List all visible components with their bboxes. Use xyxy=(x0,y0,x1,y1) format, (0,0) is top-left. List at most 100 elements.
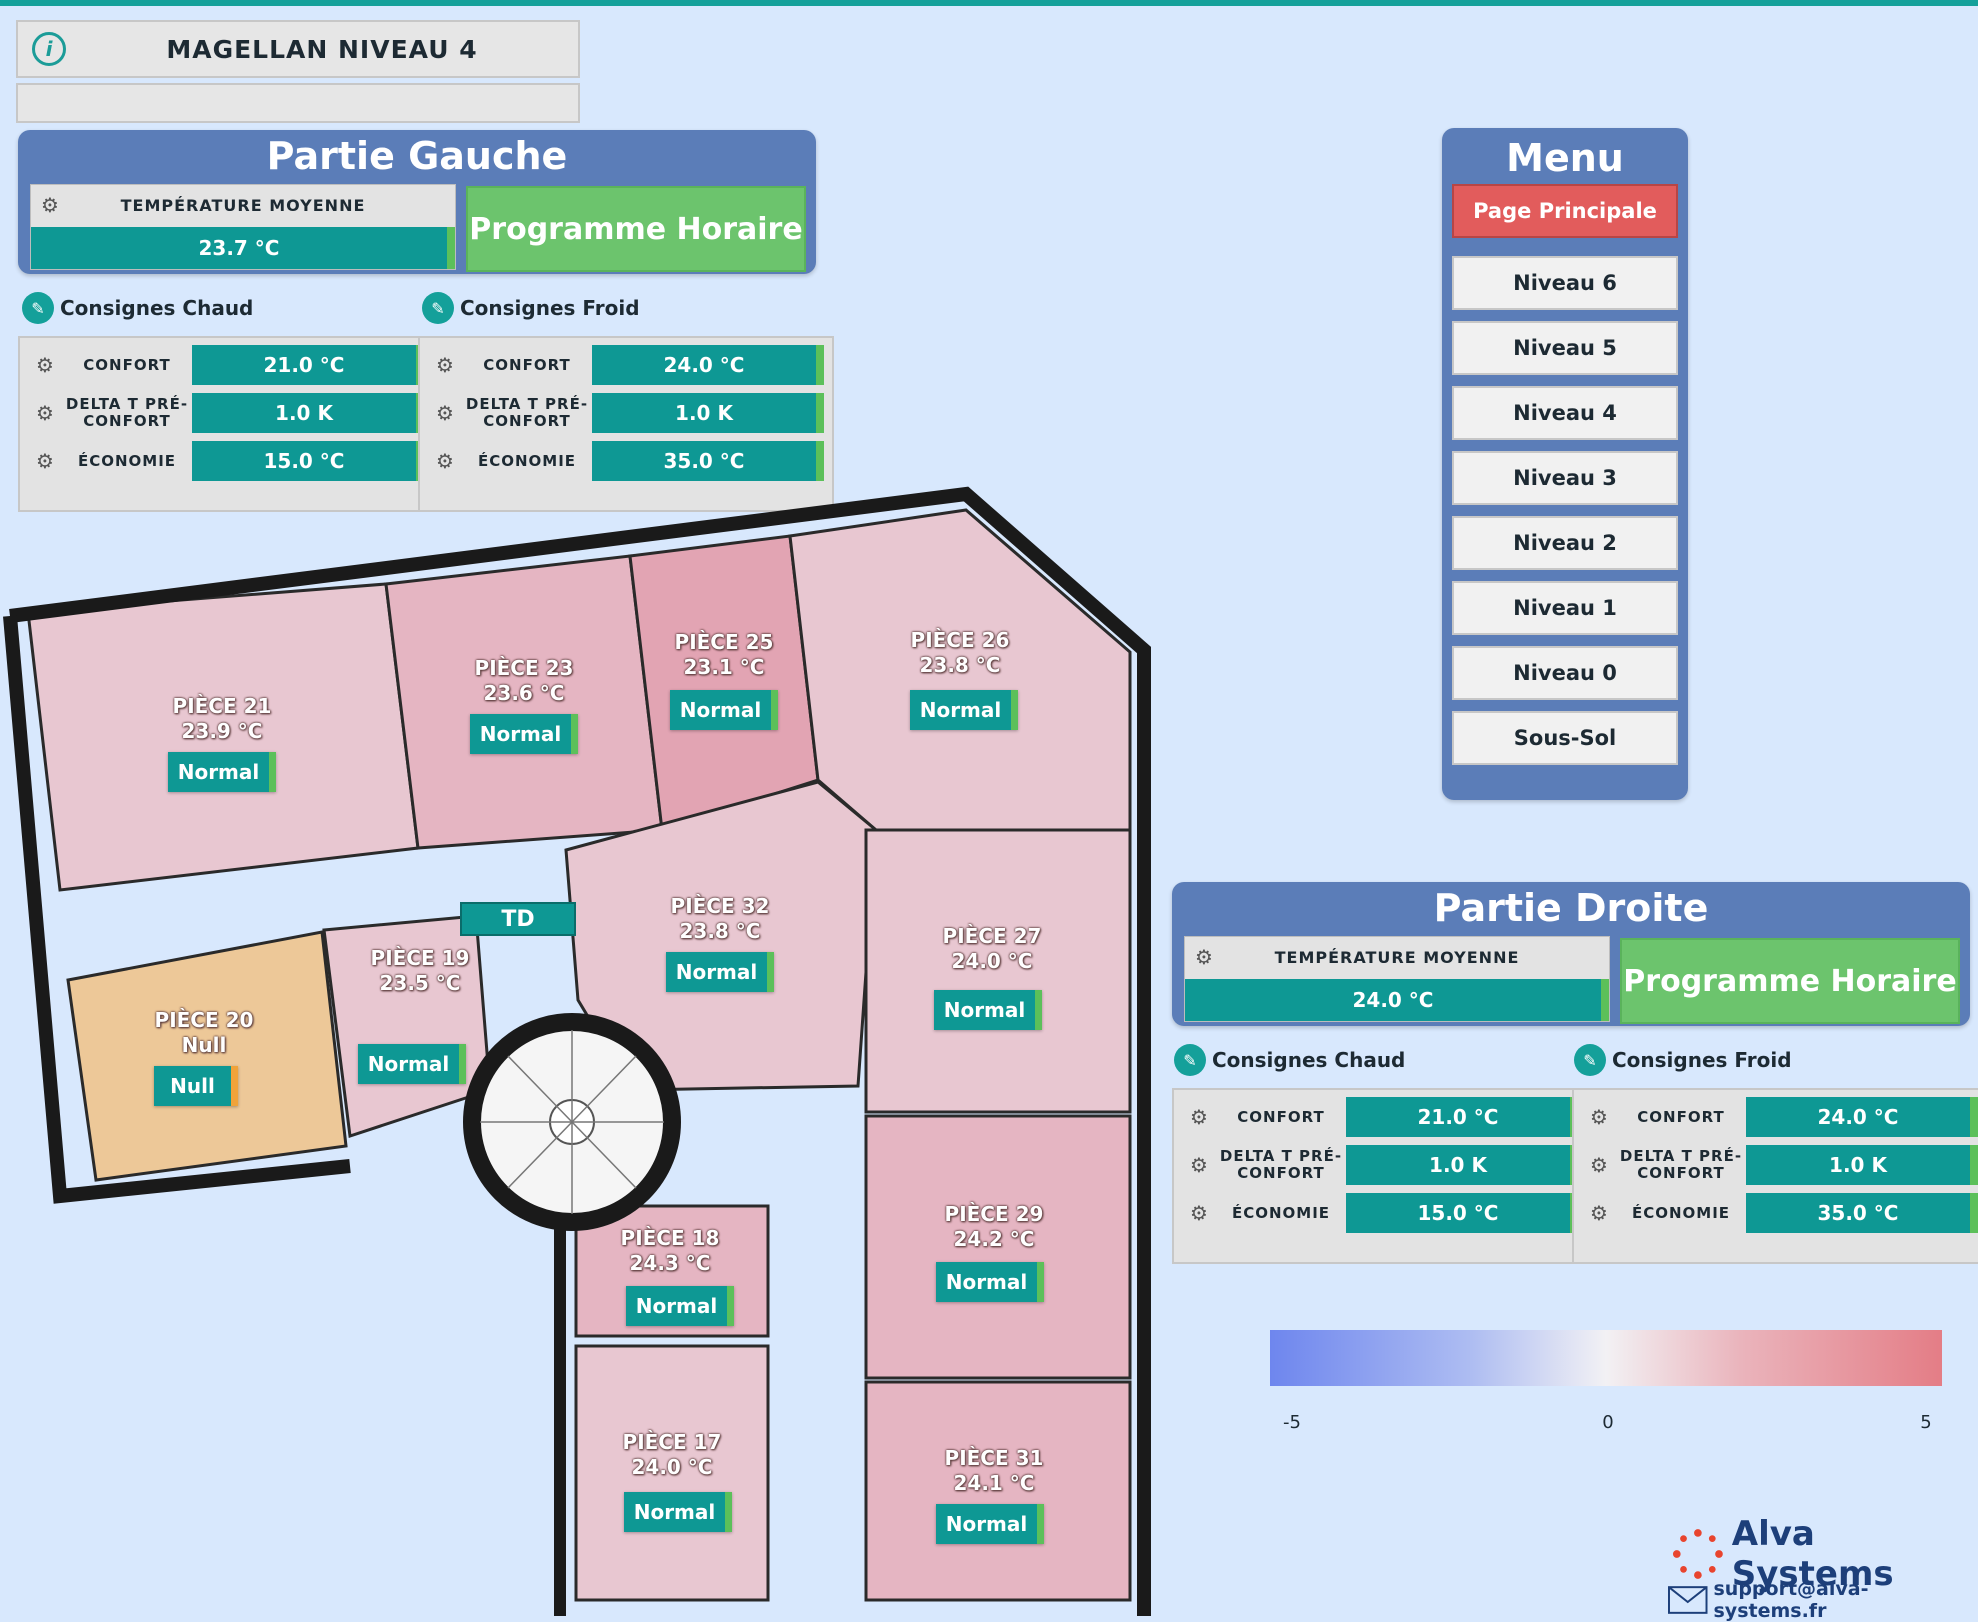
room-status-badge[interactable]: Normal xyxy=(910,690,1018,730)
room-status-badge[interactable]: Normal xyxy=(936,1504,1044,1544)
thermostat-icon: ✎ xyxy=(22,292,54,324)
room-status-badge[interactable]: Normal xyxy=(358,1044,466,1084)
setpoint-value[interactable]: 15.0 °C xyxy=(1346,1193,1578,1233)
gear-icon[interactable]: ⚙ xyxy=(1190,1105,1208,1129)
gear-icon[interactable]: ⚙ xyxy=(1190,1153,1208,1177)
thermostat-icon: ✎ xyxy=(1574,1044,1606,1076)
room-status-badge[interactable]: Null xyxy=(154,1066,238,1106)
room-32-area xyxy=(564,780,878,1092)
room-status-badge[interactable]: Normal xyxy=(470,714,578,754)
scale-max-label: 5 xyxy=(1920,1412,1932,1433)
room-status-badge[interactable]: Normal xyxy=(666,952,774,992)
menu-item-niveau-3[interactable]: Niveau 3 xyxy=(1452,451,1678,505)
room-27-area xyxy=(864,828,1132,1114)
room-25-area xyxy=(628,534,820,832)
room-status-badge[interactable]: Normal xyxy=(670,690,778,730)
menu-item-niveau-2[interactable]: Niveau 2 xyxy=(1452,516,1678,570)
menu-item-niveau-0[interactable]: Niveau 0 xyxy=(1452,646,1678,700)
support-email[interactable]: support@alva-systems.fr xyxy=(1668,1578,1978,1622)
right-program-button[interactable]: Programme Horaire xyxy=(1620,938,1960,1024)
left-chaud-title: ✎ Consignes Chaud xyxy=(22,292,253,324)
setpoint-value[interactable]: 15.0 °C xyxy=(192,441,424,481)
gear-icon[interactable]: ⚙ xyxy=(1190,1201,1208,1225)
gear-icon[interactable]: ⚙ xyxy=(1195,945,1213,969)
setpoint-value[interactable]: 24.0 °C xyxy=(592,345,824,385)
setpoint-value[interactable]: 1.0 K xyxy=(192,393,424,433)
right-section-panel: Partie Droite ⚙ TEMPÉRATURE MOYENNE 24.0… xyxy=(1172,882,1970,1026)
gear-icon[interactable]: ⚙ xyxy=(41,193,59,217)
outer-wall xyxy=(9,486,1151,1616)
room-status-badge[interactable]: Normal xyxy=(624,1492,732,1532)
left-section-panel: Partie Gauche ⚙ TEMPÉRATURE MOYENNE 23.7… xyxy=(18,130,816,274)
info-icon[interactable]: i xyxy=(32,32,66,66)
menu-item-niveau-6[interactable]: Niveau 6 xyxy=(1452,256,1678,310)
gear-icon[interactable]: ⚙ xyxy=(36,449,54,473)
left-program-button[interactable]: Programme Horaire xyxy=(466,186,806,272)
gear-icon[interactable]: ⚙ xyxy=(1590,1105,1608,1129)
brand-logo: Alva Systems xyxy=(1672,1514,1978,1594)
right-section-title: Partie Droite xyxy=(1433,886,1709,930)
brand-name: Alva Systems xyxy=(1731,1514,1894,1594)
page-title-bar: i MAGELLAN NIVEAU 4 xyxy=(16,20,580,78)
floor-plan xyxy=(3,486,1151,1616)
gear-icon[interactable]: ⚙ xyxy=(436,353,454,377)
menu-item-niveau-1[interactable]: Niveau 1 xyxy=(1452,581,1678,635)
room-status-badge[interactable]: Normal xyxy=(626,1286,734,1326)
room-status-badge[interactable]: Normal xyxy=(168,752,276,792)
gear-icon[interactable]: ⚙ xyxy=(1590,1153,1608,1177)
menu-item-sous-sol[interactable]: Sous-Sol xyxy=(1452,711,1678,765)
menu-item-niveau-5[interactable]: Niveau 5 xyxy=(1452,321,1678,375)
right-chaud-title: ✎ Consignes Chaud xyxy=(1174,1044,1405,1076)
gear-icon[interactable]: ⚙ xyxy=(36,353,54,377)
room-status-badge[interactable]: Normal xyxy=(934,990,1042,1030)
setpoint-value[interactable]: 35.0 °C xyxy=(592,441,824,481)
setpoint-value[interactable]: 24.0 °C xyxy=(1746,1097,1978,1137)
setpoint-value[interactable]: 21.0 °C xyxy=(192,345,424,385)
subtitle-bar xyxy=(16,83,580,123)
room-31-area xyxy=(864,1380,1132,1602)
room-17-area xyxy=(574,1344,770,1602)
setpoint-value[interactable]: 1.0 K xyxy=(592,393,824,433)
gear-icon[interactable]: ⚙ xyxy=(36,401,54,425)
page-title: MAGELLAN NIVEAU 4 xyxy=(166,34,478,64)
td-label[interactable]: TD xyxy=(460,902,576,936)
menu-item-page-principale[interactable]: Page Principale xyxy=(1452,184,1678,238)
setpoint-value[interactable]: 1.0 K xyxy=(1746,1145,1978,1185)
gear-icon[interactable]: ⚙ xyxy=(1590,1201,1608,1225)
gear-icon[interactable]: ⚙ xyxy=(436,401,454,425)
left-section-title: Partie Gauche xyxy=(266,134,568,178)
room-20-area xyxy=(66,930,348,1182)
setpoint-value[interactable]: 21.0 °C xyxy=(1346,1097,1578,1137)
gear-icon[interactable]: ⚙ xyxy=(436,449,454,473)
setpoint-value[interactable]: 35.0 °C xyxy=(1746,1193,1978,1233)
navigation-menu: Menu Page Principale Niveau 6 Niveau 5 N… xyxy=(1442,128,1688,800)
thermostat-icon: ✎ xyxy=(1174,1044,1206,1076)
thermostat-icon: ✎ xyxy=(422,292,454,324)
menu-title: Menu xyxy=(1506,136,1624,180)
menu-item-niveau-4[interactable]: Niveau 4 xyxy=(1452,386,1678,440)
setpoint-value[interactable]: 1.0 K xyxy=(1346,1145,1578,1185)
top-accent-line xyxy=(0,0,1978,6)
room-status-badge[interactable]: Normal xyxy=(936,1262,1044,1302)
left-average-label: TEMPÉRATURE MOYENNE xyxy=(120,195,366,215)
